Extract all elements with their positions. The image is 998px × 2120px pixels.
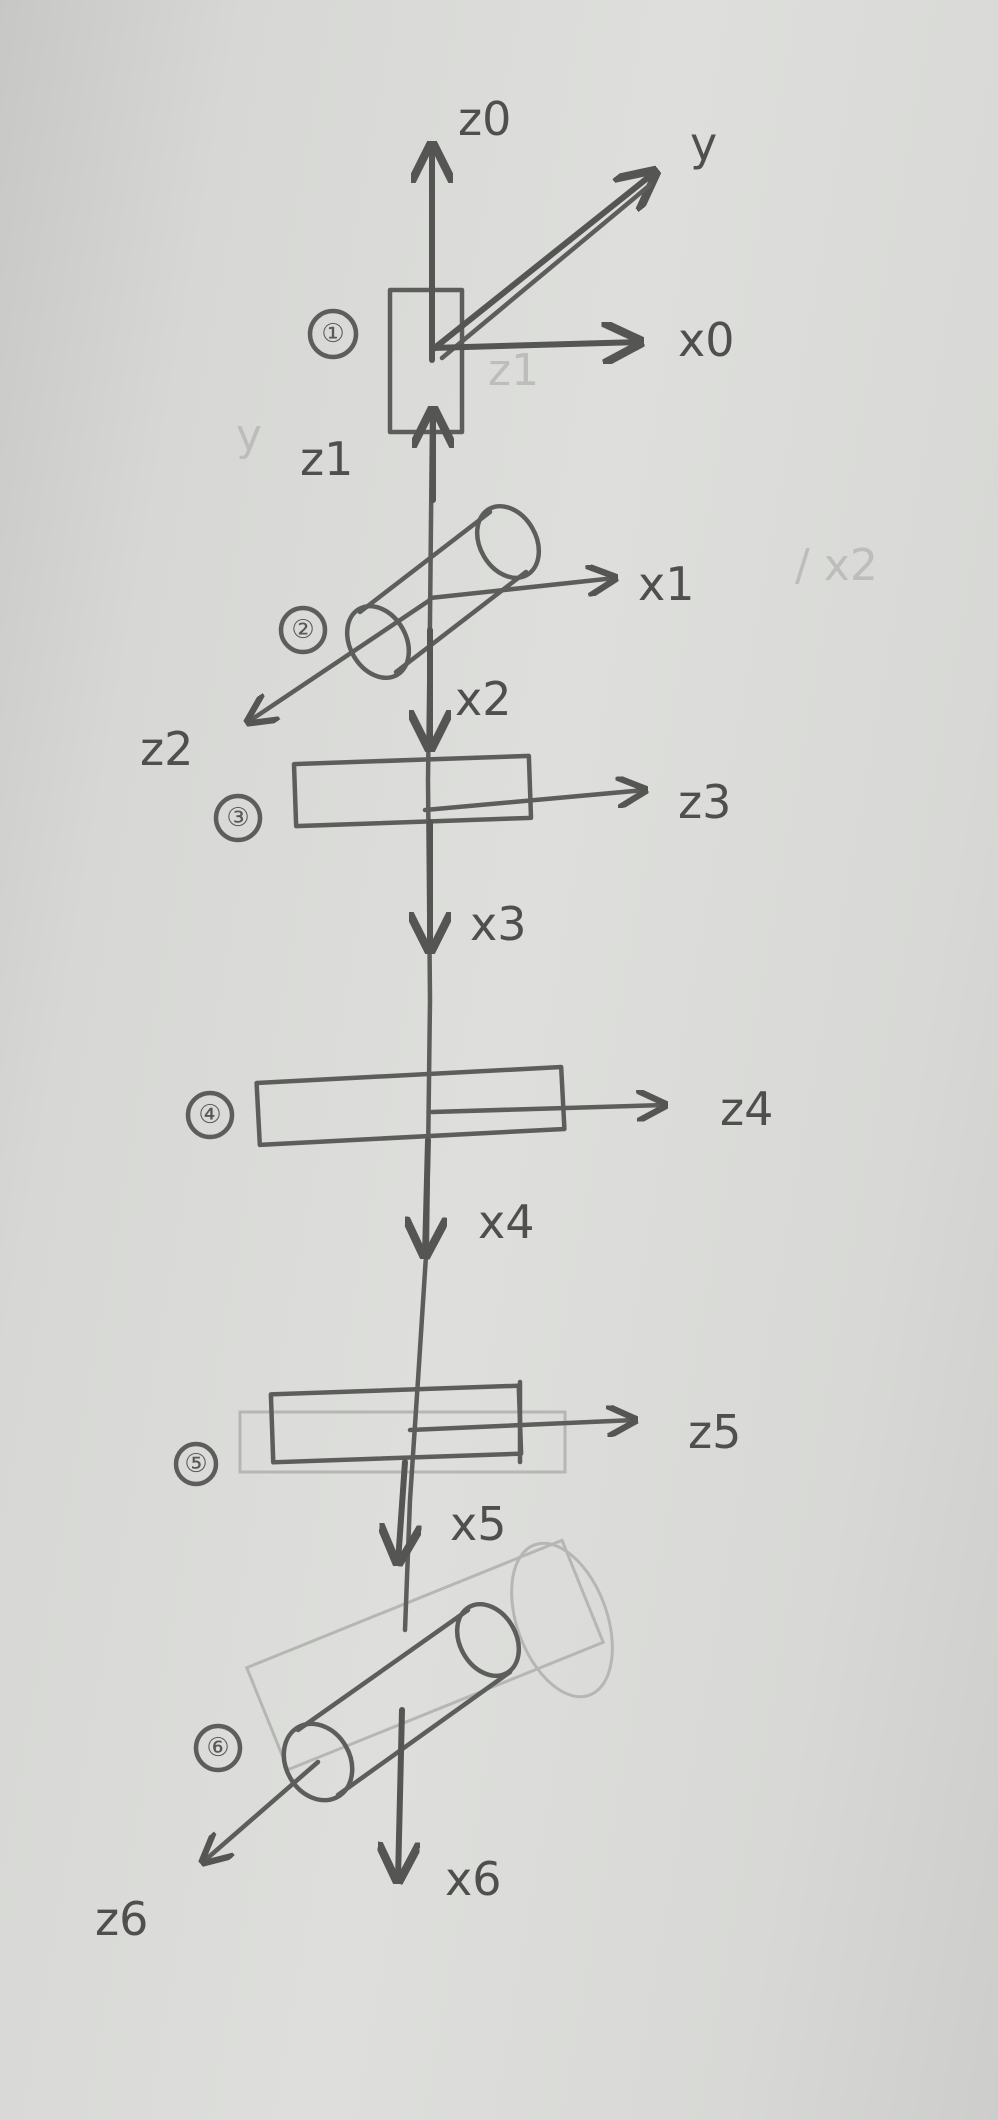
joint-2-number-circle — [278, 605, 328, 655]
x5-axis-arrow — [398, 1459, 405, 1562]
z2-label: z2 — [140, 722, 193, 776]
joint-5-number: ⑤ — [184, 1449, 207, 1479]
z1-label: z1 — [300, 432, 353, 486]
erased-marks: z1 y / x2 — [236, 345, 878, 1772]
z5-axis-arrow — [407, 1420, 635, 1430]
x6-label: x6 — [445, 1852, 502, 1906]
x6-axis-arrow — [398, 1707, 402, 1880]
joint-3-body — [291, 753, 534, 829]
y-axis-arrow — [429, 172, 655, 353]
joint-6-body — [281, 1601, 522, 1803]
joint-6-number: ⑥ — [206, 1733, 229, 1763]
z3-label: z3 — [678, 775, 731, 829]
joint-4-body — [254, 1064, 567, 1148]
joint-2-number: ② — [291, 615, 314, 645]
y-label: y — [690, 117, 717, 171]
z6-axis-arrow — [203, 1759, 321, 1862]
joint-1-number: ① — [321, 319, 344, 349]
x3-label: x3 — [470, 897, 527, 951]
z5-label: z5 — [688, 1405, 741, 1459]
z2-axis-arrow — [248, 597, 433, 722]
svg-text:z1: z1 — [488, 345, 539, 396]
x4-axis-arrow — [425, 1137, 428, 1255]
x1-label: x1 — [638, 557, 695, 611]
joint-2-body — [344, 503, 542, 681]
joint-5-body — [268, 1383, 524, 1465]
z0-label: z0 — [458, 92, 511, 146]
joint-6-number-circle — [193, 1723, 243, 1773]
joint-3-number: ③ — [226, 803, 249, 833]
joint-3-number-circle — [213, 793, 263, 843]
x1-axis-arrow — [427, 578, 615, 601]
joint-1-number-circle — [307, 308, 359, 360]
z4-axis-arrow — [429, 1105, 665, 1112]
svg-text:/ x2: / x2 — [795, 540, 878, 591]
joint-5-number-circle — [173, 1441, 219, 1487]
x5-label: x5 — [450, 1497, 507, 1551]
z6-label: z6 — [95, 1892, 148, 1946]
x4-label: x4 — [478, 1195, 535, 1249]
x2-label: x2 — [455, 672, 512, 726]
x0-axis-arrow — [429, 342, 640, 348]
joint-4-number: ④ — [198, 1100, 221, 1130]
x0-label: x0 — [678, 313, 735, 367]
y-axis-arrow-double-stroke — [439, 182, 653, 361]
joint-1-body — [387, 287, 465, 435]
svg-text:y: y — [236, 410, 262, 461]
z3-axis-arrow — [422, 790, 645, 813]
joint-4-number-circle — [185, 1090, 235, 1140]
z4-label: z4 — [720, 1082, 773, 1136]
